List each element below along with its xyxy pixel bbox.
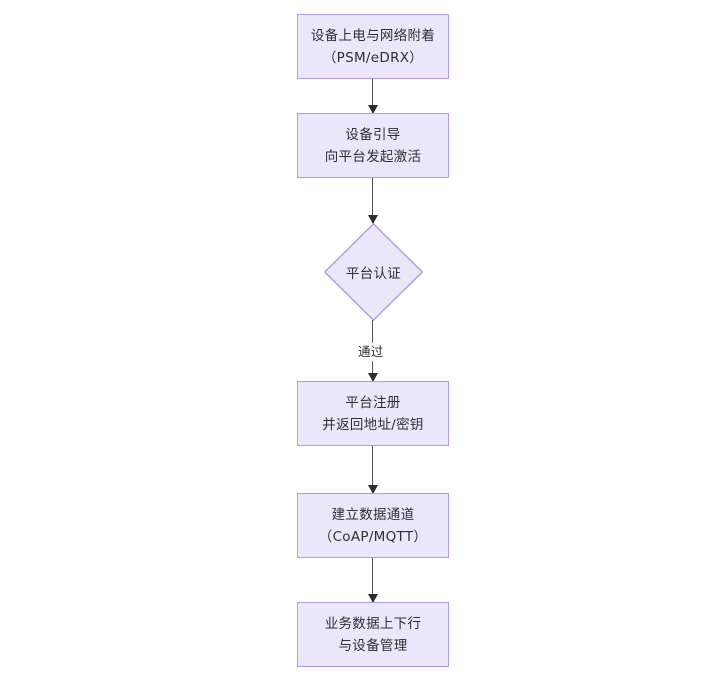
flow-node-line-1: 平台认证 [345, 266, 402, 282]
flow-node-line-2: 向平台发起激活 [324, 148, 422, 165]
flow-node-business-data-and-device-management[interactable]: 业务数据上下行 与设备管理 [297, 602, 449, 667]
flow-node-device-power-on[interactable]: 设备上电与网络附着 （PSM/eDRX） [297, 14, 449, 79]
arrowhead-icon [367, 105, 378, 114]
flow-node-device-bootstrap[interactable]: 设备引导 向平台发起激活 [297, 113, 449, 178]
flow-connector-n4-n5 [365, 446, 381, 494]
flow-node-line-1: 设备上电与网络附着 [310, 27, 436, 44]
flow-node-platform-auth-decision[interactable]: 平台认证 [324, 223, 423, 321]
connector-stem [372, 178, 374, 223]
flow-connector-n5-n6 [365, 558, 381, 603]
flow-connector-n1-n2 [365, 79, 381, 114]
connector-stem [372, 446, 374, 493]
flow-node-line-1: 建立数据通道 [331, 506, 415, 523]
diamond-shape-icon [324, 223, 423, 321]
flow-node-line-1: 平台注册 [345, 394, 401, 411]
edge-label-pass: 通过 [356, 343, 386, 361]
arrowhead-icon [367, 215, 378, 224]
flow-node-line-2: 与设备管理 [338, 637, 408, 654]
arrowhead-icon [367, 485, 378, 494]
arrowhead-icon [367, 594, 378, 603]
flow-node-platform-register[interactable]: 平台注册 并返回地址/密钥 [297, 381, 449, 446]
flow-node-line-2: （CoAP/MQTT） [318, 528, 428, 545]
connector-stem [372, 558, 374, 602]
connector-stem [372, 79, 374, 113]
flow-node-line-1: 业务数据上下行 [324, 615, 422, 632]
flow-connector-n2-n3 [365, 178, 381, 224]
arrowhead-icon [367, 373, 378, 382]
flow-node-line-2: 并返回地址/密钥 [322, 416, 424, 433]
flow-node-line-2: （PSM/eDRX） [322, 49, 424, 66]
flow-node-line-1: 设备引导 [345, 126, 401, 143]
flow-node-establish-data-channel[interactable]: 建立数据通道 （CoAP/MQTT） [297, 493, 449, 558]
